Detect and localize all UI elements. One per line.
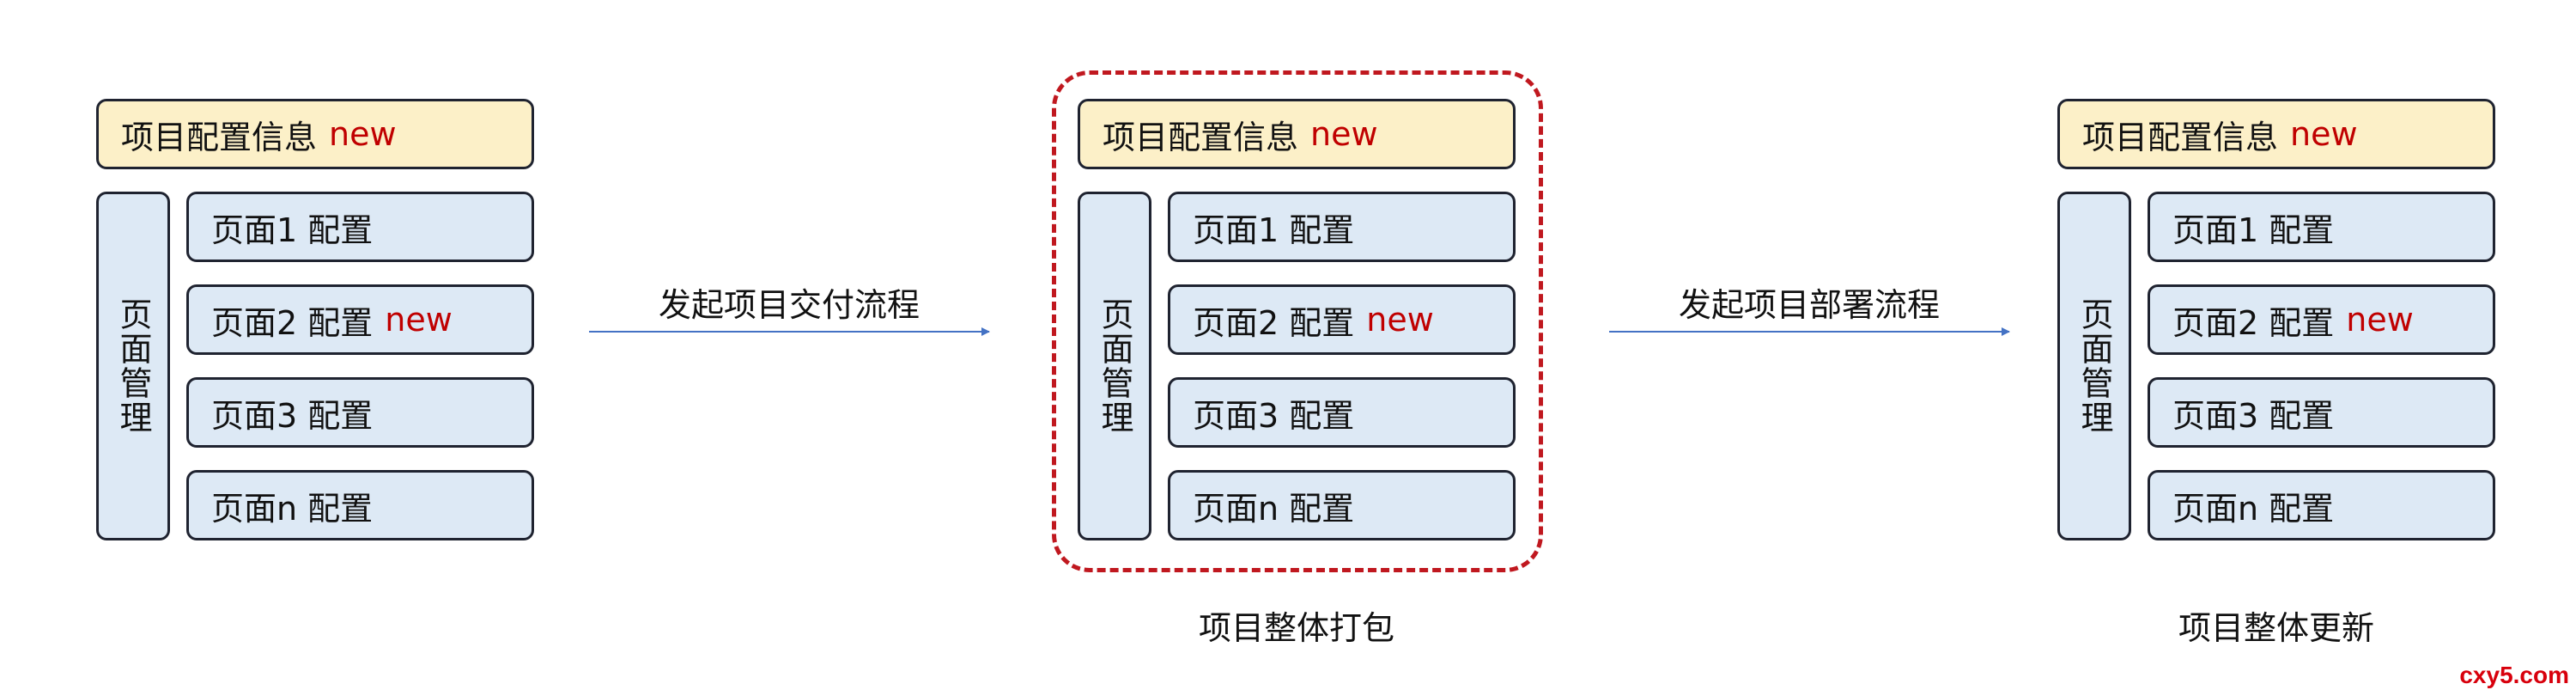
header-label: 项目配置信息 bbox=[2082, 118, 2279, 156]
page-management-side: 页面管理 bbox=[2057, 192, 2131, 540]
new-tag: new bbox=[1310, 115, 1378, 153]
watermark: cxy5.com bbox=[2459, 662, 2569, 688]
page-config-row: 页面n 配置 bbox=[1168, 470, 1516, 540]
project-config-header: 项目配置信息 new bbox=[1078, 99, 1516, 169]
package-boundary bbox=[1052, 70, 1543, 572]
page-config-row: 页面n 配置 bbox=[186, 470, 534, 540]
page-config-row: 页面3 配置 bbox=[2148, 377, 2495, 448]
page-management-side: 页面管理 bbox=[96, 192, 170, 540]
project-config-header: 项目配置信息 new bbox=[96, 99, 534, 169]
page-config-row: 页面1 配置 bbox=[2148, 192, 2495, 262]
caption-package: 项目整体打包 bbox=[1198, 609, 1394, 647]
page-config-row: 页面1 配置 bbox=[186, 192, 534, 262]
page-config-row: 页面3 配置 bbox=[1168, 377, 1516, 448]
project-config-header: 项目配置信息 new bbox=[2057, 99, 2495, 169]
page-config-row: 页面3 配置 bbox=[186, 377, 534, 448]
caption-update: 项目整体更新 bbox=[2178, 609, 2374, 647]
page-config-row: 页面n 配置 bbox=[2148, 470, 2495, 540]
page-management-side: 页面管理 bbox=[1078, 192, 1151, 540]
arrow-label-deploy: 发起项目部署流程 bbox=[1678, 286, 1940, 324]
page-config-row: 页面1 配置 bbox=[1168, 192, 1516, 262]
new-tag: new bbox=[329, 115, 397, 153]
new-tag: new bbox=[2290, 115, 2358, 153]
header-label: 项目配置信息 bbox=[121, 118, 318, 156]
header-label: 项目配置信息 bbox=[1103, 118, 1299, 156]
arrow-label-delivery: 发起项目交付流程 bbox=[658, 286, 920, 324]
